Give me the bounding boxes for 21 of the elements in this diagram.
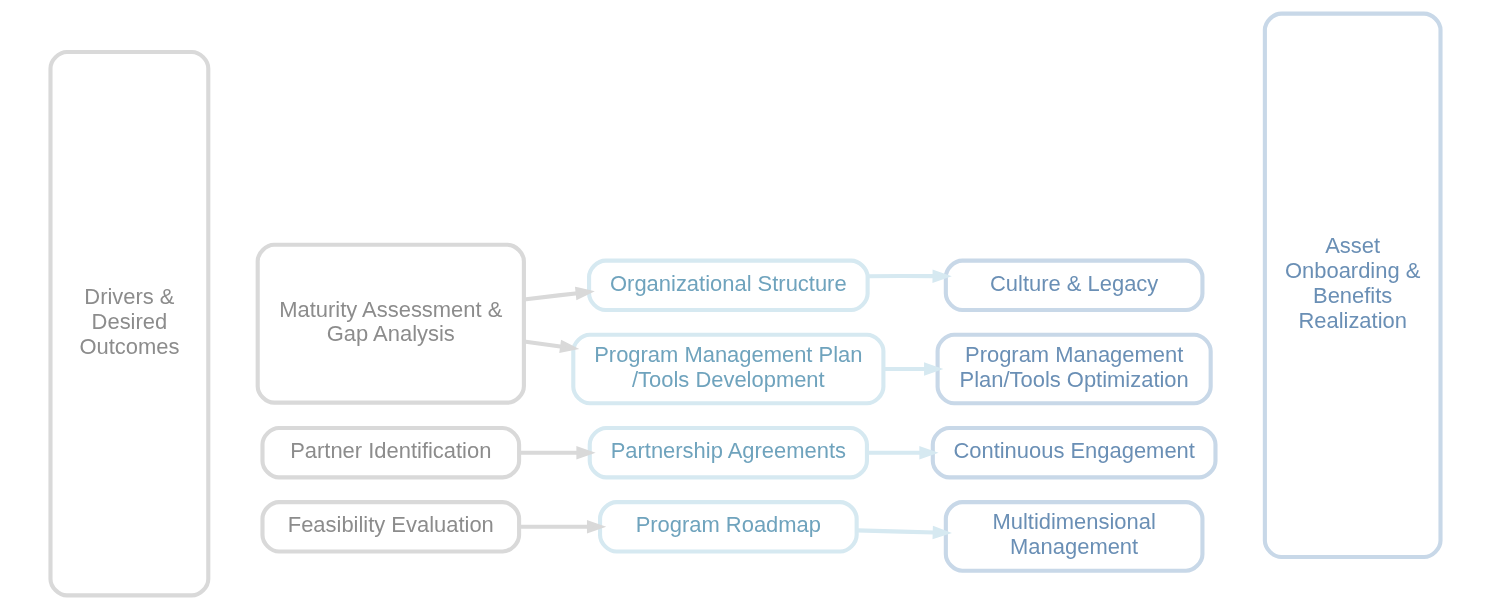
arrow bbox=[523, 339, 580, 354]
node-box: Partner Identification bbox=[260, 425, 522, 480]
arrow bbox=[856, 525, 952, 540]
node-box: Partnership Agreements bbox=[587, 425, 869, 480]
arrow bbox=[519, 445, 596, 460]
arrow bbox=[867, 269, 952, 283]
node-box: Feasibility Evaluation bbox=[260, 500, 522, 554]
node-box: Continuous Engagement bbox=[930, 425, 1218, 480]
arrow bbox=[867, 445, 939, 460]
node-box: Multidimensional Management bbox=[943, 500, 1205, 573]
node-box: Maturity Assessment & Gap Analysis bbox=[255, 242, 526, 405]
node-box: Asset Onboarding & Benefits Realization bbox=[1262, 11, 1443, 560]
arrow bbox=[523, 286, 595, 302]
node-box: Culture & Legacy bbox=[943, 258, 1205, 313]
node-box: Program Roadmap bbox=[598, 500, 859, 554]
node-box: Drivers & Desired Outcomes bbox=[48, 49, 211, 598]
node-box: Organizational Structure bbox=[587, 258, 870, 313]
arrow bbox=[883, 362, 944, 376]
node-box: Program Management Plan /Tools Development bbox=[571, 332, 886, 406]
node-box: Program Management Plan/Tools Optimization bbox=[935, 332, 1213, 406]
arrow bbox=[519, 520, 607, 534]
